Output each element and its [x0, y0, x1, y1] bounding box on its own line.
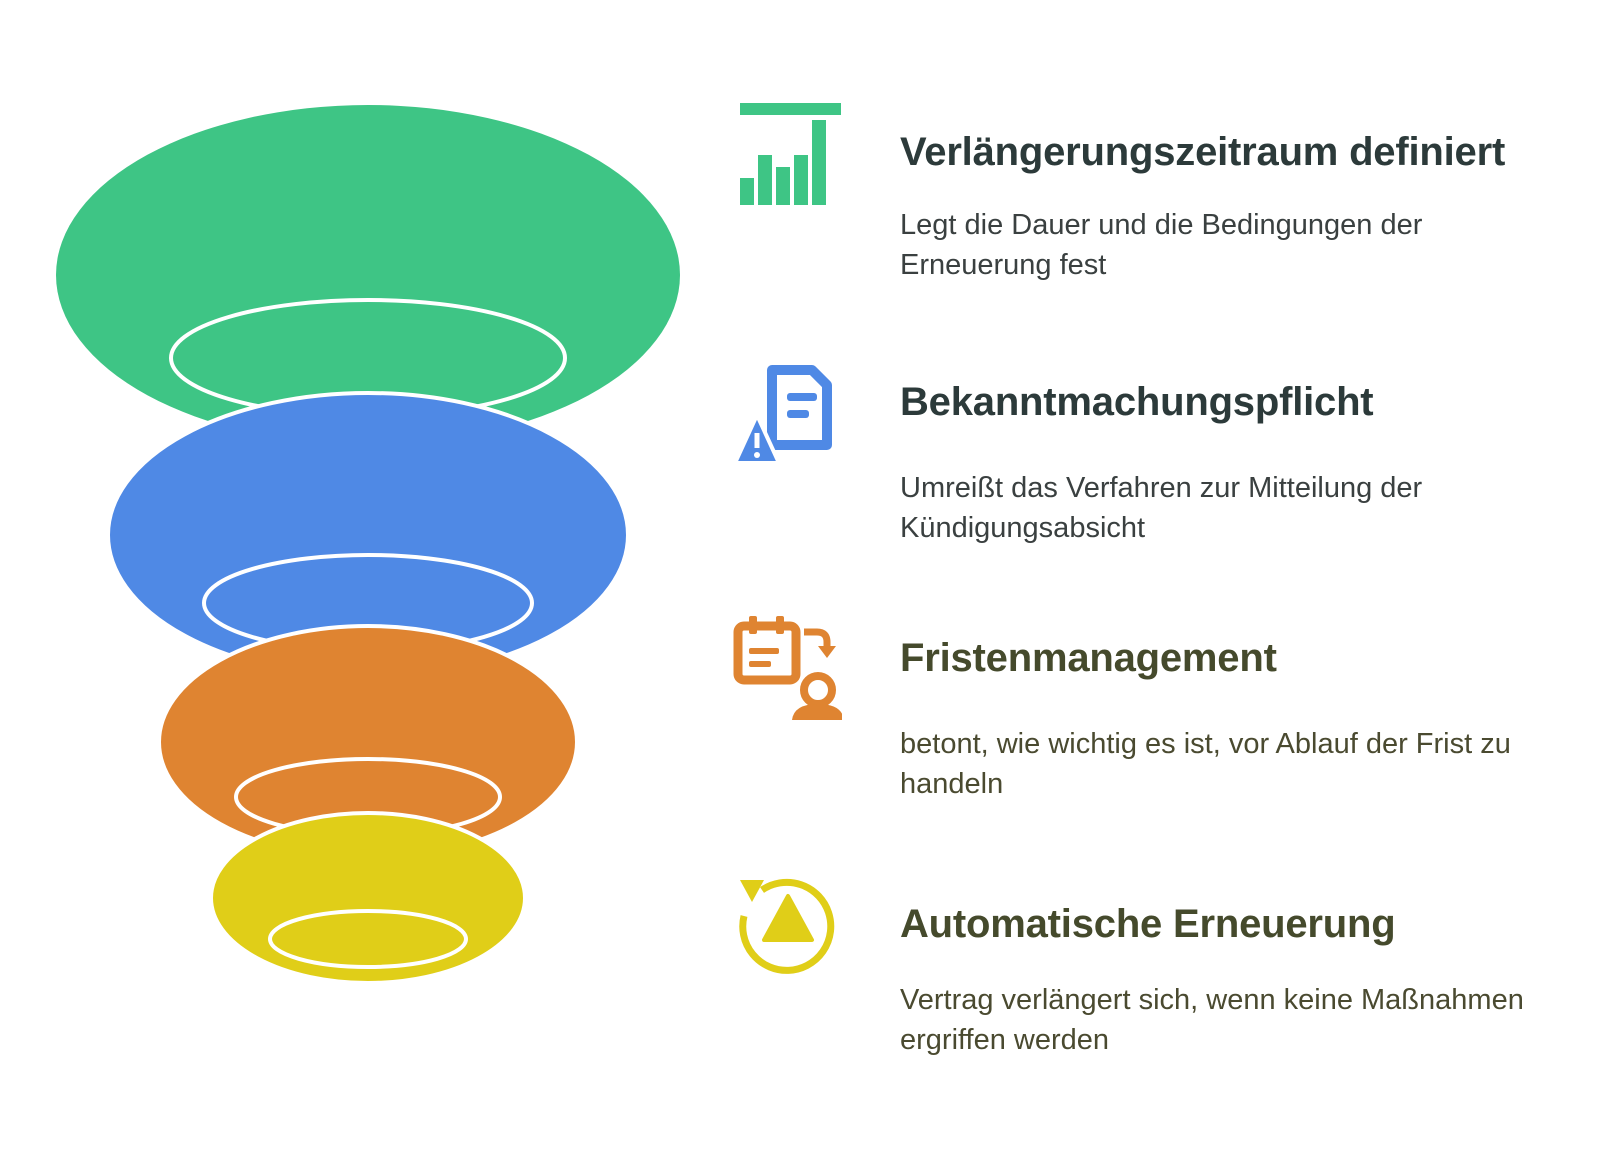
stage-2-title: Bekanntmachungspflicht [900, 380, 1374, 424]
bar-chart-icon [740, 103, 841, 205]
calendar-person-icon [733, 616, 842, 720]
stage-3-description: betont, wie wichtig es ist, vor Ablauf d… [900, 728, 1511, 800]
document-warning-icon [733, 365, 832, 465]
stage-4-title: Automatische Erneuerung [900, 902, 1396, 946]
funnel-layer-yellow-body [209, 811, 527, 985]
funnel-layer-yellow [209, 811, 527, 985]
funnel-diagram [56, 105, 680, 985]
stage-3-title: Fristenmanagement [900, 636, 1277, 680]
renew-cycle-icon [739, 878, 835, 974]
stage-2-description: Umreißt das Verfahren zur Mitteilung der… [900, 472, 1423, 544]
funnel-layer-green-body [56, 105, 680, 445]
stage-1-title: Verlängerungszeitraum definiert [900, 130, 1506, 174]
funnel-layer-yellow-ring [268, 909, 468, 969]
stage-1-description: Legt die Dauer und die Bedingungen der E… [900, 209, 1423, 281]
stage-4-description: Vertrag verlängert sich, wenn keine Maßn… [900, 984, 1524, 1056]
